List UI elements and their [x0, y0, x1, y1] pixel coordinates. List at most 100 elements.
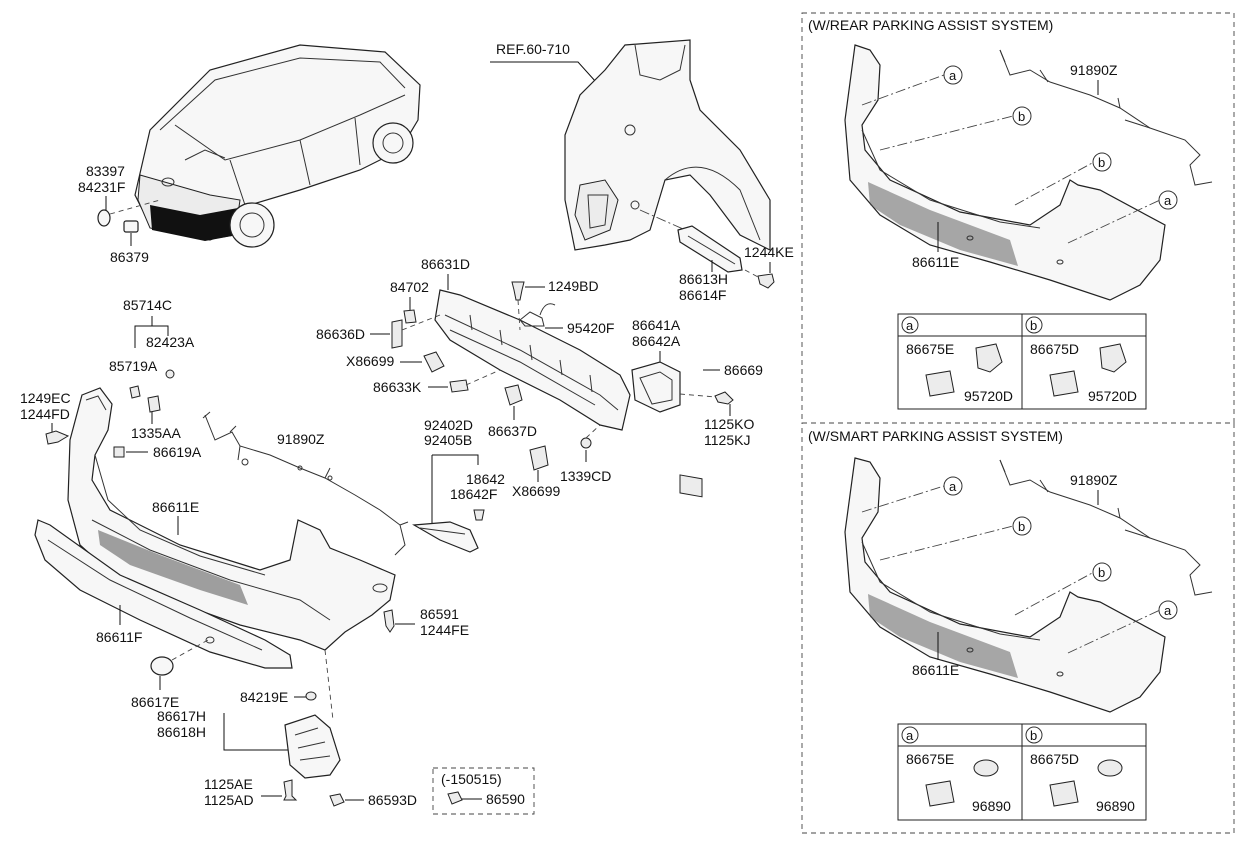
label-86637D: 86637D: [488, 423, 537, 439]
rear-holder-a: [925, 370, 955, 397]
retainer-1335AA: [147, 395, 161, 413]
smart-panel-title: (W/SMART PARKING ASSIST SYSTEM): [808, 428, 1063, 444]
label-86636D: 86636D: [316, 326, 365, 342]
label-86593D: 86593D: [368, 792, 417, 808]
clip-84219E: [305, 691, 317, 701]
plug-83397: [97, 209, 111, 227]
reflector-group: 92402D 92405B 18642 18642F 86637D X86699…: [412, 384, 611, 553]
bracket-86617H-group: 84219E 86617H 86618H 1125AE 1125AD 86593…: [157, 606, 469, 808]
smart-callout-b2: b: [1098, 565, 1105, 580]
rear-holder-b: [1049, 370, 1079, 397]
rear-parking-panel: (W/REAR PARKING ASSIST SYSTEM) 91890Z 86…: [801, 12, 1235, 424]
rear-panel-bumper: 86611E: [912, 254, 959, 270]
smart-holder-b: [1049, 780, 1079, 807]
label-1244FE: 1244FE: [420, 622, 469, 638]
label-82423A: 82423A: [146, 334, 195, 350]
smart-table-a-top: 86675E: [906, 751, 954, 767]
smart-table-b-top: 86675D: [1030, 751, 1079, 767]
label-86641A: 86641A: [632, 317, 681, 333]
label-1125KO: 1125KO: [704, 416, 754, 432]
sensor-bracket-group: 1249BD 95420F: [511, 278, 614, 336]
beam-86631D-group: 86631D 84702 86636D X86699 86633K: [316, 256, 631, 431]
sensor-95420F: [519, 311, 545, 327]
label-84231F: 84231F: [78, 179, 125, 195]
inset-date: (-150515): [441, 771, 502, 787]
smart-callout-b1: b: [1018, 519, 1025, 534]
label-86631D: 86631D: [421, 256, 470, 272]
stay-86641A-group: 86641A 86642A 86669 1125KO 1125KJ: [631, 317, 763, 498]
smart-table-b-bottom: 96890: [1096, 798, 1135, 814]
bracket-X86699-b: [529, 445, 549, 471]
label-X86699-a: X86699: [346, 353, 394, 369]
label-92405B: 92405B: [424, 432, 472, 448]
label-1125AD: 1125AD: [204, 792, 254, 808]
bolt-1249BD: [511, 281, 525, 301]
smart-parking-panel: (W/SMART PARKING ASSIST SYSTEM) 91890Z 8…: [801, 422, 1235, 834]
label-1339CD: 1339CD: [560, 468, 611, 484]
label-1335AA: 1335AA: [131, 425, 181, 441]
rear-table-a-top: 86675E: [906, 341, 954, 357]
label-86591: 86591: [420, 606, 459, 622]
label-91890Z-main: 91890Z: [277, 431, 325, 447]
bracket-86613H-group: 86613H 86614F 1244KE: [677, 225, 794, 303]
label-83397: 83397: [86, 163, 125, 179]
label-86590: 86590: [486, 791, 525, 807]
label-18642: 18642: [466, 471, 505, 487]
rear-table-b-top: 86675D: [1030, 341, 1079, 357]
bulb-18642: [473, 509, 485, 521]
smart-callout-a2: a: [1164, 603, 1172, 618]
bolt-1125KO: [714, 391, 734, 405]
smart-callout-a1: a: [949, 479, 957, 494]
nut-1339CD: [580, 437, 592, 449]
rear-table-key-a: a: [906, 318, 914, 333]
label-86613H: 86613H: [679, 271, 728, 287]
rear-callout-b1: b: [1018, 109, 1025, 124]
rear-table-b-bottom: 95720D: [1088, 388, 1137, 404]
label-86669: 86669: [724, 362, 763, 378]
part-83397-group: 83397 84231F 86379: [78, 163, 161, 265]
bracket-X86699-a: [423, 351, 445, 373]
label-1244FD: 1244FD: [20, 406, 70, 422]
rear-callout-a1: a: [949, 68, 957, 83]
rear-callout-a2: a: [1164, 193, 1172, 208]
label-1249BD: 1249BD: [548, 278, 599, 294]
bolt-1249EC: [45, 430, 70, 445]
smart-holder-a: [925, 780, 955, 807]
smart-table-key-b: b: [1030, 728, 1037, 743]
smart-table-key-a: a: [906, 728, 914, 743]
harness-91890Z: 91890Z: [202, 411, 409, 556]
smart-panel-harness: 91890Z: [1070, 472, 1118, 488]
label-85719A: 85719A: [109, 358, 158, 374]
bolt-1125AE: [283, 779, 298, 801]
label-18642F: 18642F: [450, 486, 497, 502]
clip-85719A: [129, 385, 141, 399]
vehicle-illustration: [134, 44, 421, 248]
rear-table-key-b: b: [1030, 318, 1037, 333]
bumper-beam: [434, 289, 631, 431]
label-1244KE: 1244KE: [744, 244, 794, 260]
label-X86699-b: X86699: [512, 483, 560, 499]
label-1125AE: 1125AE: [204, 776, 253, 792]
label-86633K: 86633K: [373, 379, 422, 395]
lower-bracket: [284, 714, 341, 779]
rear-panel-title: (W/REAR PARKING ASSIST SYSTEM): [808, 17, 1053, 33]
top-clip-group: 85714C 82423A 85719A 1335AA 1249EC 1244F…: [20, 297, 202, 460]
rear-table-a-bottom: 95720D: [964, 388, 1013, 404]
stay-bracket: [631, 361, 681, 413]
label-84702: 84702: [390, 279, 429, 295]
pad-86619A: [113, 446, 125, 458]
label-ref: REF.60-710: [496, 41, 570, 57]
label-84219E: 84219E: [240, 689, 288, 705]
label-86642A: 86642A: [632, 333, 681, 349]
plate-86379: [123, 220, 139, 233]
pad-84702: [403, 309, 417, 324]
reflector-lamp: [412, 521, 479, 553]
label-1125KJ: 1125KJ: [704, 432, 750, 448]
label-86617E: 86617E: [131, 694, 179, 710]
rear-sensor-a: [975, 343, 1003, 373]
rear-callout-b2: b: [1098, 155, 1105, 170]
bracket-86637D: [504, 384, 523, 406]
rear-sensor-b: [1099, 343, 1127, 373]
label-86618H: 86618H: [157, 724, 206, 740]
